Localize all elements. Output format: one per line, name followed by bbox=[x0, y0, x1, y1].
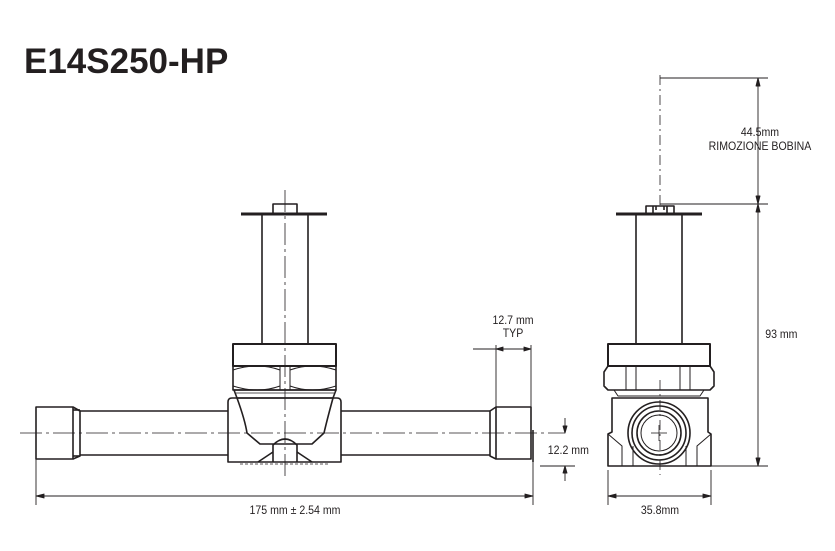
socket-depth-note: TYP bbox=[502, 326, 524, 340]
side-dimensions bbox=[607, 77, 768, 505]
coil-removal-label: RIMOZIONE BOBINA bbox=[708, 139, 812, 153]
socket-depth-value: 12.7 mm bbox=[492, 313, 534, 327]
front-view bbox=[20, 190, 565, 480]
model-title: E14S250-HP bbox=[24, 42, 229, 81]
center-to-bottom-dimension: 12.2 mm bbox=[547, 443, 589, 457]
front-dimensions bbox=[35, 345, 575, 505]
coil-removal-value: 44.5mm bbox=[740, 125, 780, 139]
height-dimension: 93 mm bbox=[765, 327, 798, 341]
side-view bbox=[603, 75, 715, 475]
overall-length-dimension: 175 mm ± 2.54 mm bbox=[249, 503, 341, 517]
body-width-dimension: 35.8mm bbox=[640, 503, 680, 517]
